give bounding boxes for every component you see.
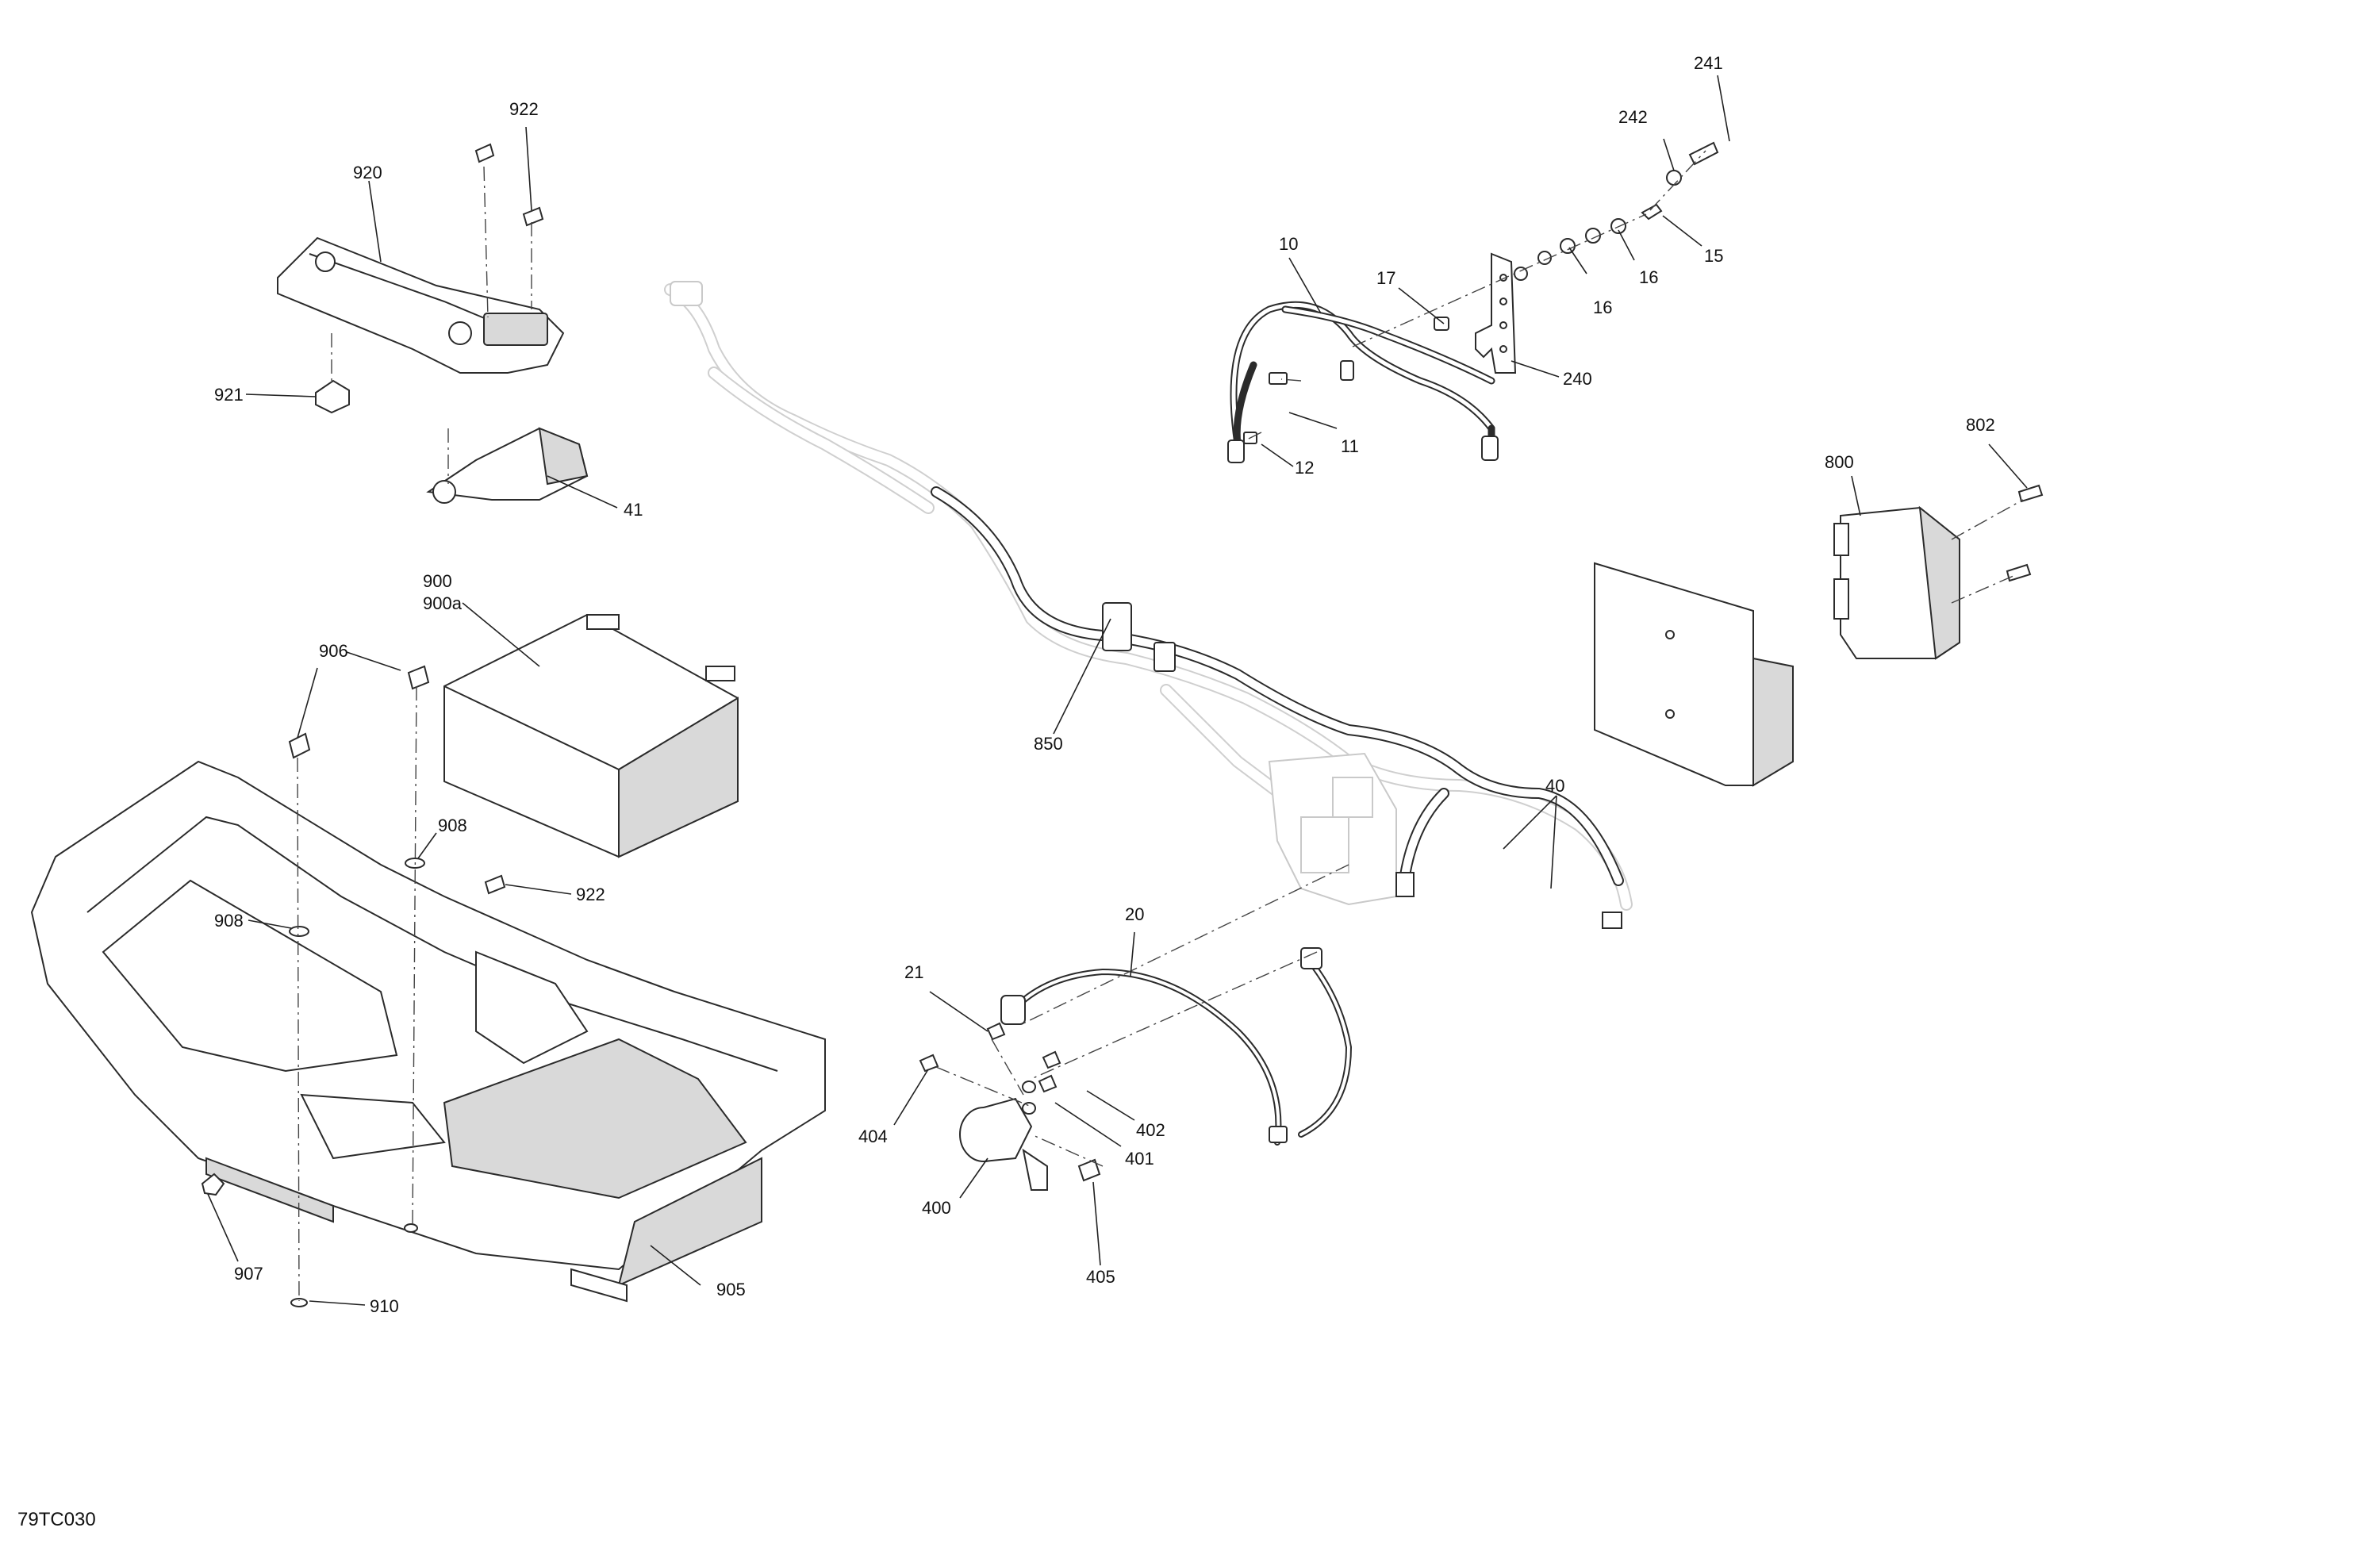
callout-850: 850	[1034, 734, 1063, 754]
callout-241: 241	[1694, 53, 1723, 73]
callout-920: 920	[353, 163, 382, 182]
callout-404: 404	[858, 1127, 888, 1146]
callout-41: 41	[624, 500, 643, 520]
callout-401: 401	[1125, 1149, 1154, 1169]
callout-40: 40	[1545, 776, 1564, 796]
callout-900a: 900a	[423, 593, 463, 613]
assembly-lines	[297, 150, 2024, 1302]
callout-900: 900	[423, 571, 452, 591]
callout-906: 906	[319, 641, 348, 661]
callout-15: 15	[1704, 246, 1723, 266]
callout-16-lower: 16	[1593, 297, 1612, 317]
starter-cable-20	[1000, 947, 1352, 1146]
callout-921: 921	[214, 385, 244, 405]
callout-20: 20	[1125, 904, 1144, 924]
starter-solenoid-400	[919, 1022, 1101, 1191]
bracket-240	[1475, 252, 1517, 374]
callout-907: 907	[234, 1264, 263, 1284]
callout-908-right: 908	[438, 816, 467, 835]
leader-lines	[207, 75, 2028, 1306]
battery-cable-10	[1227, 301, 1499, 463]
callout-21: 21	[904, 962, 923, 982]
heat-shield-plate	[1594, 562, 1794, 787]
electronic-module-800	[1833, 484, 2044, 660]
callout-800: 800	[1825, 452, 1854, 472]
callout-922-top: 922	[509, 99, 539, 119]
callout-802: 802	[1966, 415, 1995, 435]
battery-tray-905	[30, 760, 826, 1303]
main-wiring-harness	[664, 281, 1633, 929]
battery-900	[443, 613, 739, 858]
callout-242: 242	[1618, 107, 1648, 127]
callout-12: 12	[1295, 458, 1314, 478]
callout-908-left: 908	[214, 911, 244, 931]
tray-fasteners	[201, 665, 506, 1307]
fasteners-group-240	[1243, 141, 1719, 444]
callout-240: 240	[1563, 369, 1592, 389]
callout-402: 402	[1136, 1120, 1165, 1140]
battery-hold-bracket-920	[277, 143, 565, 414]
callout-11: 11	[1341, 436, 1359, 456]
callout-labels: 922 920 921 41 900 900a 906 908 922 908 …	[214, 53, 1995, 1316]
callout-16-upper: 16	[1639, 267, 1658, 287]
figure-code: 79TC030	[17, 1509, 96, 1530]
callout-922-mid: 922	[576, 885, 605, 904]
terminal-cover-41	[426, 427, 589, 504]
callout-405: 405	[1086, 1267, 1115, 1287]
callout-400: 400	[922, 1198, 951, 1218]
callout-905: 905	[716, 1280, 746, 1299]
callout-10: 10	[1279, 234, 1298, 254]
callout-17: 17	[1376, 268, 1395, 288]
callout-910: 910	[370, 1296, 399, 1316]
